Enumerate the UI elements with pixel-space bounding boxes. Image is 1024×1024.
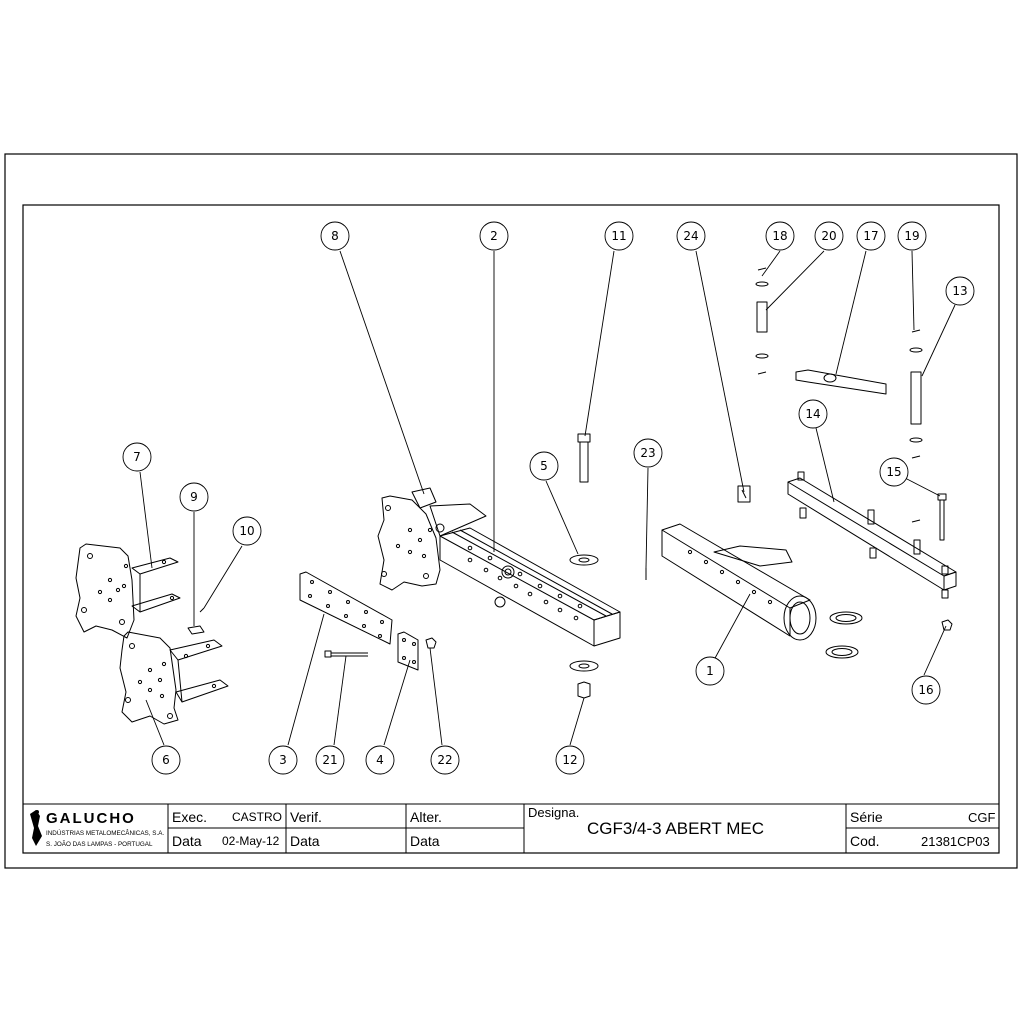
data-value-1: 02-May-12 xyxy=(222,834,280,848)
part-13-sleeve xyxy=(909,329,923,459)
company-line-2: S. JOÃO DAS LAMPAS - PORTUGAL xyxy=(46,841,153,848)
alter-label: Alter. xyxy=(410,809,442,825)
callout-14-label: 14 xyxy=(805,407,820,421)
data-label-1: Data xyxy=(172,833,202,849)
callout-24-label: 24 xyxy=(683,229,698,243)
verif-label: Verif. xyxy=(290,809,322,825)
part-24-block xyxy=(737,485,751,503)
serie-value: CGF xyxy=(968,810,996,825)
callout-18-label: 18 xyxy=(772,229,787,243)
callout-12-label: 12 xyxy=(562,753,577,767)
part-20-sleeve xyxy=(755,267,769,375)
serie-label: Série xyxy=(850,809,883,825)
part-16-nut xyxy=(941,619,953,631)
part-11-pin xyxy=(577,433,591,483)
callout-2: 2 xyxy=(479,221,509,251)
callout-8: 8 xyxy=(320,221,350,251)
callout-4: 4 xyxy=(365,745,395,775)
callout-20-label: 20 xyxy=(821,229,836,243)
company-logo-text: GALUCHO xyxy=(46,810,136,827)
company-line-1: INDÚSTRIAS METALOMECÂNICAS, S.A. xyxy=(46,830,165,837)
part-4-plate xyxy=(397,631,419,671)
part-17-link xyxy=(795,369,887,395)
callout-11: 11 xyxy=(604,221,634,251)
callout-4-label: 4 xyxy=(376,753,384,767)
callout-13-label: 13 xyxy=(952,284,967,298)
callouts: 8 2 11 24 18 20 17 19 13 7 9 10 5 23 14 … xyxy=(122,221,975,775)
part-1-swing-arm xyxy=(661,523,817,641)
part-2-main-arm xyxy=(439,527,621,647)
callout-24: 24 xyxy=(676,221,706,251)
exec-value: CASTRO xyxy=(232,810,283,824)
title-block-grid xyxy=(22,803,1000,854)
callout-6: 6 xyxy=(151,745,181,775)
callout-16-label: 16 xyxy=(918,683,933,697)
part-5-washer xyxy=(569,554,599,566)
callout-19: 19 xyxy=(897,221,927,251)
callout-22: 22 xyxy=(430,745,460,775)
callout-1-label: 1 xyxy=(706,664,714,678)
cod-value: 21381CP03 xyxy=(921,834,990,849)
part-6-bracket xyxy=(119,631,229,725)
callout-3-label: 3 xyxy=(279,753,287,767)
part-12-nut xyxy=(569,660,599,699)
outer-border xyxy=(4,153,1018,869)
callout-17: 17 xyxy=(856,221,886,251)
bearing-rings xyxy=(825,611,863,659)
data-label-3: Data xyxy=(410,833,440,849)
callout-5: 5 xyxy=(529,451,559,481)
callout-2-label: 2 xyxy=(490,229,498,243)
callout-23: 23 xyxy=(633,438,663,468)
callout-11-label: 11 xyxy=(611,229,626,243)
callout-22-label: 22 xyxy=(437,753,452,767)
part-15-pin xyxy=(911,493,947,541)
callout-7: 7 xyxy=(122,442,152,472)
callout-21: 21 xyxy=(315,745,345,775)
callout-3: 3 xyxy=(268,745,298,775)
callout-8-label: 8 xyxy=(331,229,339,243)
data-label-2: Data xyxy=(290,833,320,849)
part-3-plate xyxy=(299,571,393,645)
part-8-mount-plate xyxy=(377,487,487,591)
callout-20: 20 xyxy=(814,221,844,251)
callout-10-label: 10 xyxy=(239,524,254,538)
callout-17-label: 17 xyxy=(863,229,878,243)
part-21-bolt xyxy=(324,650,368,658)
callout-14: 14 xyxy=(798,399,828,429)
part-9-clip xyxy=(187,625,205,635)
callout-16: 16 xyxy=(911,675,941,705)
leader-lines xyxy=(139,250,956,746)
part-22-nut xyxy=(425,637,437,649)
callout-19-label: 19 xyxy=(904,229,919,243)
callout-9: 9 xyxy=(179,482,209,512)
callout-15: 15 xyxy=(879,457,909,487)
designa-label: Designa. xyxy=(528,805,580,820)
exec-label: Exec. xyxy=(172,809,208,825)
callout-12: 12 xyxy=(555,745,585,775)
designa-value: CGF3/4-3 ABERT MEC xyxy=(587,819,764,838)
callout-10: 10 xyxy=(232,516,262,546)
callout-7-label: 7 xyxy=(133,450,141,464)
callout-9-label: 9 xyxy=(190,490,198,504)
part-7-bracket xyxy=(75,543,181,639)
part-14-arm xyxy=(787,471,957,599)
parts-drawing xyxy=(75,267,957,725)
part-10-pin xyxy=(199,607,205,613)
callout-18: 18 xyxy=(765,221,795,251)
cod-label: Cod. xyxy=(850,833,880,849)
company-logo-emblem xyxy=(30,810,42,846)
callout-5-label: 5 xyxy=(540,459,548,473)
callout-6-label: 6 xyxy=(162,753,170,767)
callout-1: 1 xyxy=(695,656,725,686)
callout-13: 13 xyxy=(945,276,975,306)
callout-21-label: 21 xyxy=(322,753,337,767)
callout-23-label: 23 xyxy=(640,446,655,460)
callout-15-label: 15 xyxy=(886,465,901,479)
